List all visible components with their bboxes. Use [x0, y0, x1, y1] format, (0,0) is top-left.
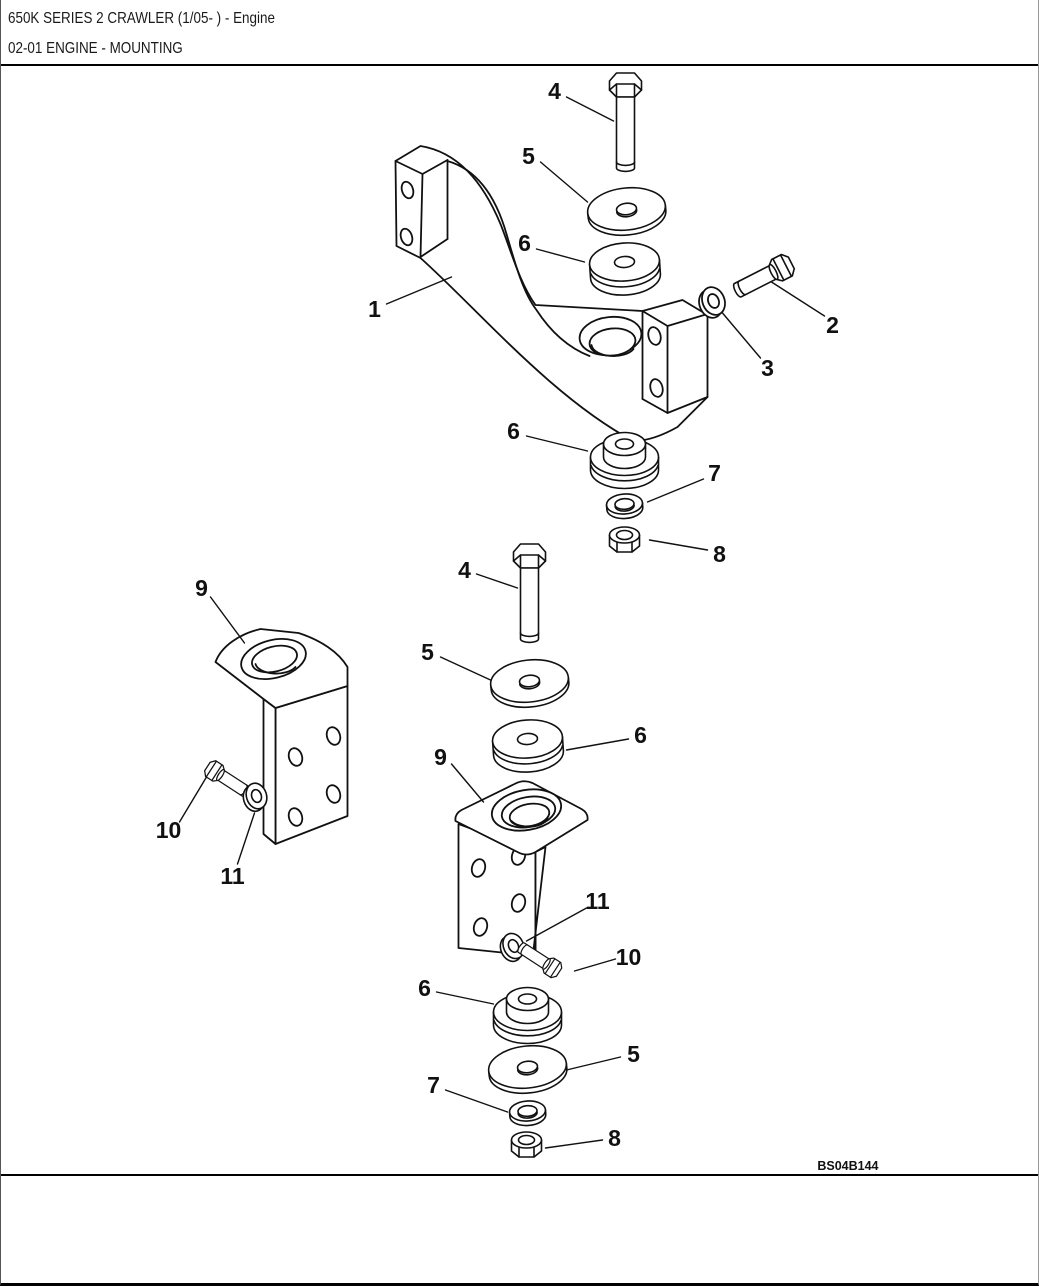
- part-hex-bolt-10-middle: [514, 938, 565, 981]
- part-washer-7-upper: [605, 491, 645, 521]
- page-header: 650K SERIES 2 CRAWLER (1/05- ) - Engine …: [1, 0, 1038, 66]
- part-lock-nut-lower: [510, 1131, 543, 1158]
- part-flat-washer-lower: [487, 655, 572, 712]
- callout-1: 1: [368, 296, 381, 322]
- part-angle-bracket-middle: [454, 780, 589, 957]
- diagram-area: 4 5 6 1 2 3 6 7 8 9 10 11 4 5 6 9 11 10 …: [1, 66, 1038, 1176]
- part-isolator-lower: [490, 716, 566, 776]
- callout-5-upper: 5: [522, 143, 535, 169]
- callout-6-upper: 6: [518, 230, 531, 256]
- part-washer-7-lower: [508, 1098, 548, 1128]
- callout-9-left: 9: [195, 575, 208, 601]
- callout-6-upper2: 6: [507, 418, 520, 444]
- exploded-parts-diagram: 4 5 6 1 2 3 6 7 8 9 10 11 4 5 6 9 11 10 …: [156, 72, 879, 1173]
- callout-3: 3: [761, 355, 774, 381]
- callout-7-lower: 7: [427, 1072, 440, 1098]
- callout-4-upper: 4: [548, 78, 561, 104]
- part-isolator-stepped-upper: [589, 431, 660, 490]
- part-lock-nut-upper: [608, 526, 641, 553]
- callout-6-lower2: 6: [418, 975, 431, 1001]
- callout-numbers: 4 5 6 1 2 3 6 7 8 9 10 11 4 5 6 9 11 10 …: [156, 78, 839, 1151]
- callout-10-left: 10: [156, 817, 182, 843]
- part-hex-bolt-2: [729, 251, 798, 303]
- callout-6-lower: 6: [634, 722, 647, 748]
- part-hex-bolt-upper: [608, 72, 643, 173]
- callout-9-middle: 9: [434, 744, 447, 770]
- callout-leader-lines: [178, 96, 826, 1149]
- callout-10-middle: 10: [616, 944, 642, 970]
- callout-8-lower: 8: [608, 1125, 621, 1151]
- callout-11-middle: 11: [585, 888, 610, 914]
- callout-2: 2: [826, 312, 839, 338]
- callout-8-upper: 8: [713, 541, 726, 567]
- part-hex-bolt-lower: [512, 543, 547, 644]
- model-title: 650K SERIES 2 CRAWLER (1/05- ) - Engine: [8, 10, 275, 27]
- callout-7-upper: 7: [708, 460, 721, 486]
- callout-5-lower2: 5: [627, 1041, 640, 1067]
- footer-space: [1, 1176, 1038, 1281]
- part-engine-mount-bracket: [394, 145, 709, 442]
- section-title: 02-01 ENGINE - MOUNTING: [8, 40, 183, 57]
- callout-11-left: 11: [220, 863, 245, 889]
- part-flat-washer-upper: [584, 183, 669, 240]
- figure-code: BS04B144: [817, 1159, 878, 1173]
- part-flat-washer-lower-2: [485, 1041, 570, 1098]
- part-isolator-upper: [587, 239, 663, 299]
- callout-4-lower: 4: [458, 557, 471, 583]
- part-isolator-stepped-lower: [492, 986, 563, 1045]
- part-angle-bracket-left: [214, 628, 349, 845]
- callout-5-lower: 5: [421, 639, 434, 665]
